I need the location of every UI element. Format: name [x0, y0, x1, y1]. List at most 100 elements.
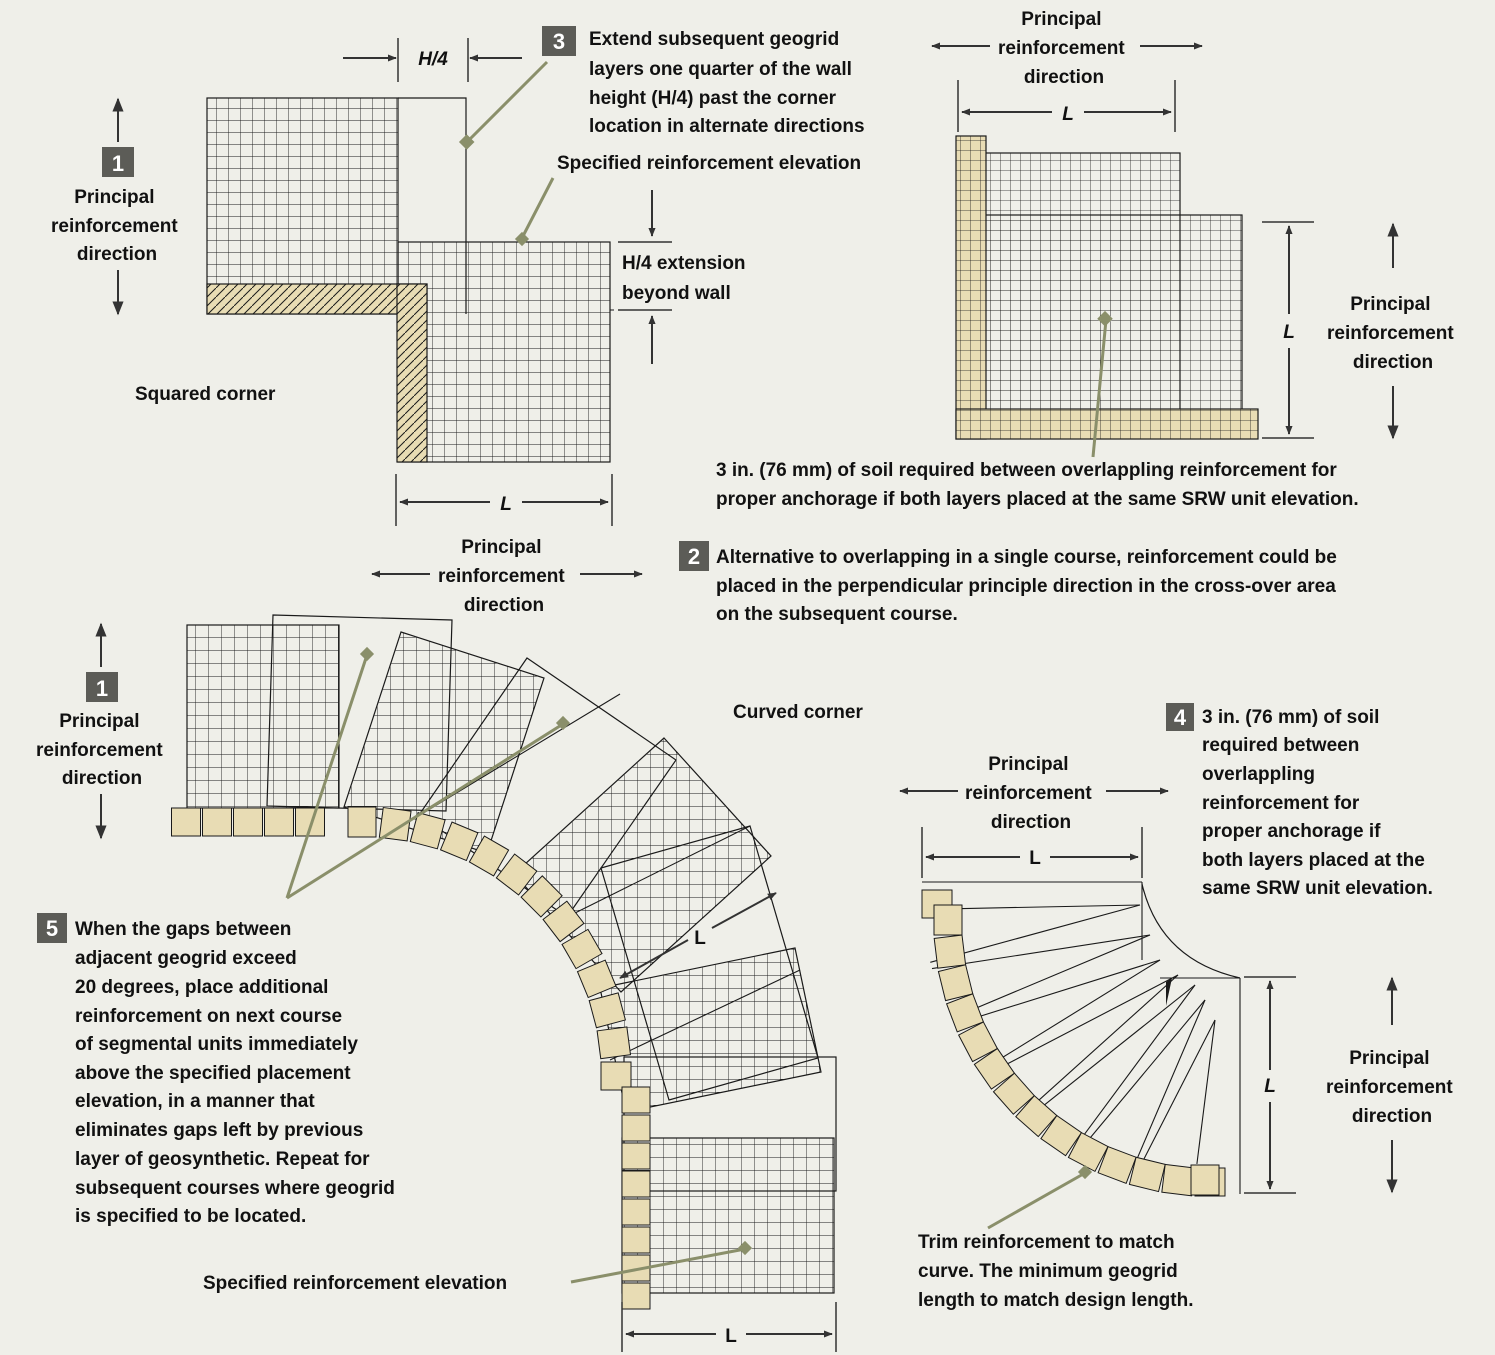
curved-principal-left-label: Principal reinforcement direction: [36, 711, 168, 789]
curved-l-bottom-label: L: [725, 1326, 737, 1347]
curved-wall-unit: [495, 853, 538, 896]
step5-leader-1: [285, 654, 369, 899]
step5-leader-dot-1: [359, 646, 375, 662]
trim-reinforcement-edge: [1143, 1019, 1216, 1161]
trim-reinforcement-edge: [930, 904, 1141, 963]
step1-badge-number-top: 1: [112, 151, 124, 176]
step2-text: Alternative to overlapping in a single c…: [716, 547, 1342, 625]
curved-wall-unit: [621, 1282, 651, 1310]
squared-corner-caption: Squared corner: [135, 384, 276, 405]
step3-leader: [465, 60, 549, 144]
trim-caption-dot: [1077, 1164, 1093, 1180]
curved-wall-unit: [439, 821, 479, 862]
curved-wall-unit: [596, 1026, 632, 1060]
step5-leader-2: [286, 722, 564, 900]
trim-wall-unit: [1190, 1164, 1220, 1196]
curved-wall-unit: [409, 811, 446, 850]
overlap-note-dot: [1097, 310, 1113, 327]
step5-badge-number: 5: [46, 916, 58, 941]
step5-leader-dot-2: [555, 715, 571, 731]
trim-wall-unit: [957, 1021, 999, 1063]
geogrid-layer-top: [206, 97, 399, 315]
trim-wall-unit: [933, 904, 963, 936]
step4-badge-number: 4: [1174, 705, 1187, 730]
curved-l-arrow-down: [619, 939, 689, 979]
trim-wall-unit: [992, 1072, 1036, 1115]
curved-panel-diagonal-3: [609, 969, 801, 1061]
overlap-wall-left: [955, 135, 987, 440]
curved-wall-unit: [561, 928, 603, 970]
trim-principal-top-label: Principal reinforcement direction: [965, 754, 1097, 833]
h4-ext-label: H/4 extension beyond wall: [622, 253, 751, 304]
step3-leader-dot: [458, 134, 475, 150]
step2-badge-number: 2: [688, 544, 700, 569]
trim-reinforcement-edge: [1033, 984, 1196, 1115]
trim-l-label: L: [1029, 848, 1041, 869]
trim-caption-leader: [987, 1171, 1086, 1230]
principal-label-left-top: Principal reinforcement direction: [51, 187, 183, 265]
curved-grid-panel-5: [621, 1137, 835, 1294]
curved-wall-unit: [171, 807, 201, 837]
trim-caption: Trim reinforcement to match curve. The m…: [918, 1232, 1194, 1311]
trim-reinforcement-edge: [1079, 984, 1196, 1141]
curved-wall-unit: [202, 807, 232, 837]
spec-elev-dot-bottom: [737, 1240, 753, 1256]
squared-corner-group: H/4 3 Extend subsequent geogrid layers o…: [51, 26, 865, 526]
step5-badge: [37, 913, 67, 943]
curved-l-label: L: [694, 928, 706, 949]
trim-wall-unit: [973, 1047, 1016, 1090]
step4-badge: [1166, 703, 1194, 731]
curved-grid-panel-3: [513, 737, 772, 993]
trim-principal-right-label: Principal reinforcement direction: [1326, 1048, 1458, 1127]
curved-wall-unit: [468, 835, 510, 877]
trim-wall-unit: [1040, 1114, 1083, 1157]
h4-dim-label: H/4: [418, 49, 448, 70]
curved-corner-caption: Curved corner: [733, 702, 863, 723]
spec-elev-dot-top: [514, 231, 530, 247]
trim-lv-label: L: [1264, 1076, 1276, 1097]
trim-wall-unit: [933, 934, 967, 969]
trim-reinforcement-edge: [1085, 999, 1206, 1144]
curved-wall-unit: [621, 1226, 651, 1254]
spec-elev-label-top: Specified reinforcement elevation: [557, 153, 861, 174]
curved-corner-group: Principal reinforcement direction 1 Prin…: [36, 537, 863, 1352]
step3-badge: [542, 26, 576, 56]
curved-wall-unit: [520, 875, 563, 918]
trim-wall-unit: [1128, 1156, 1166, 1193]
spec-elev-leader-top: [520, 177, 555, 239]
overlap-detail-group: Principal reinforcement direction L L Pr…: [716, 9, 1459, 510]
step1-badge-number-bottom: 1: [96, 676, 108, 701]
overlap-principal-label-right: Principal reinforcement direction: [1327, 294, 1459, 373]
trim-reinforcement-edge: [1196, 1019, 1216, 1164]
curved-l-arrow-up: [711, 892, 777, 929]
overlap-l-label: L: [1062, 104, 1074, 125]
curved-wall-unit: [347, 806, 377, 838]
trim-wall-unit: [1161, 1163, 1196, 1197]
curved-panel-diagonal-2: [566, 825, 751, 918]
step1-badge-top: [102, 147, 134, 177]
curved-wall-unit: [588, 992, 627, 1029]
curved-wall-unit: [264, 807, 294, 837]
curved-wall-unit: [378, 806, 412, 842]
trim-curve-edge: [1141, 883, 1241, 979]
trim-reinforcement-edge: [984, 959, 1161, 1069]
overlap-principal-label: Principal reinforcement direction: [998, 9, 1130, 88]
step3-badge-number: 3: [553, 29, 565, 54]
trim-wall-unit: [1097, 1145, 1137, 1185]
overlap-note-text: 3 in. (76 mm) of soil required between o…: [716, 460, 1359, 510]
trim-reinforcement-edge: [951, 934, 1151, 1019]
curved-wall-unit: [621, 1198, 651, 1226]
step5-text: When the gaps between adjacent geogrid e…: [75, 919, 400, 1227]
curved-grid-panel-1: [186, 624, 340, 809]
curved-wall-units: [171, 806, 651, 1310]
curved-wall-unit: [621, 1142, 651, 1170]
overlap-note-leader: [1091, 319, 1108, 458]
overlap-lv-label: L: [1283, 322, 1295, 343]
trim-detail-group: Principal reinforcement direction L 4 3 …: [899, 703, 1458, 1311]
curved-wall-unit: [621, 1086, 651, 1114]
geogrid-layer-subsequent: [397, 241, 611, 463]
curved-wall-unit: [542, 900, 585, 943]
spec-elev-label-bottom: Specified reinforcement elevation: [203, 1273, 507, 1294]
wall-units-horizontal: [206, 283, 428, 315]
